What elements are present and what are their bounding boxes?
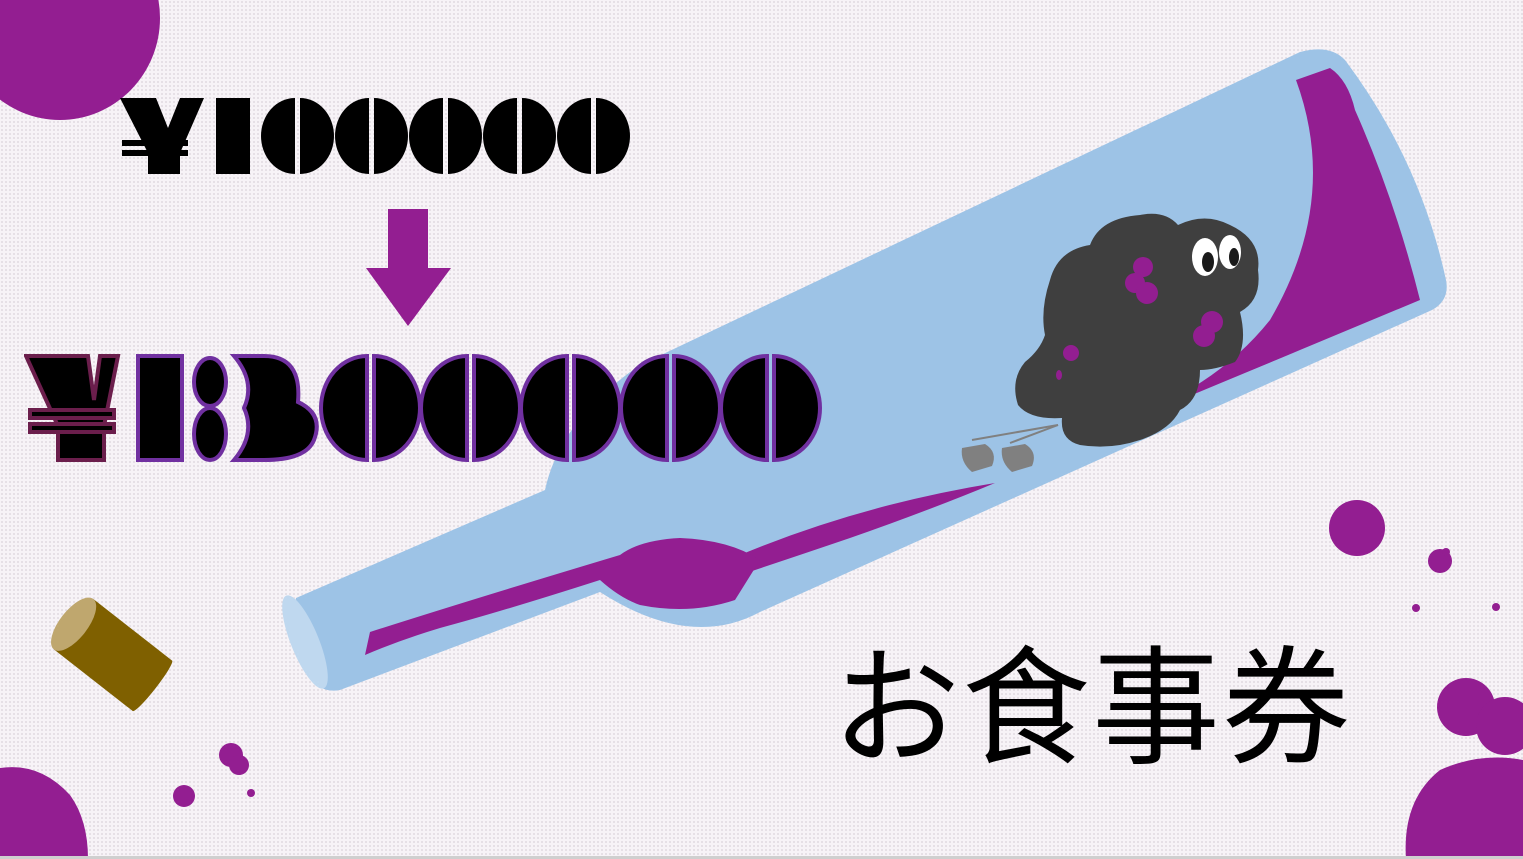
creature-pupil <box>1229 248 1239 266</box>
wine-streak <box>740 483 995 575</box>
splash-dot <box>247 789 255 797</box>
bottom-edge <box>0 856 1523 859</box>
yen-symbol <box>120 98 204 174</box>
digit-1 <box>136 354 184 462</box>
splash-dot <box>229 755 249 775</box>
splash-dot <box>1442 548 1450 556</box>
creature-spot <box>1056 370 1062 380</box>
digit-1 <box>216 98 250 174</box>
voucher-title: お食事券 <box>832 635 1353 784</box>
creature-spot <box>1133 257 1153 277</box>
splash-bottom-right <box>1405 757 1523 859</box>
new-price: ¥130000 <box>24 354 864 462</box>
digit-0 <box>409 98 482 174</box>
yen-symbol <box>24 354 121 462</box>
splash-dot <box>1329 500 1385 556</box>
bottle-mouth <box>282 595 328 689</box>
creature-spot <box>1193 325 1215 347</box>
digit-0 <box>557 98 630 174</box>
splash-dot <box>1476 697 1523 755</box>
creature-pupil <box>1202 252 1214 272</box>
splash-top-left <box>0 0 160 120</box>
splash-dot <box>1412 604 1420 612</box>
creature-spot <box>1063 345 1079 361</box>
original-price-glyphs <box>120 98 630 174</box>
digit-0 <box>335 98 408 174</box>
creature-spot <box>1136 282 1158 304</box>
creature-foot <box>1001 444 1034 472</box>
digit-0 <box>261 98 334 174</box>
digit-0 <box>619 354 722 462</box>
digit-3 <box>192 354 319 462</box>
creature-foot <box>961 444 994 472</box>
bottle-glass <box>293 49 1447 691</box>
digit-0 <box>419 354 522 462</box>
creature-leg <box>971 424 1059 441</box>
splash-dot <box>173 785 195 807</box>
wine-neck <box>365 538 760 655</box>
new-price-glyphs <box>24 354 822 462</box>
wine-liquid <box>1120 68 1420 420</box>
digit-0 <box>519 354 622 462</box>
digit-0 <box>719 354 822 462</box>
digit-0 <box>319 354 422 462</box>
splash-bottom-left <box>0 767 88 859</box>
original-price: ¥100000 <box>120 98 680 174</box>
creature-leg <box>1009 424 1059 444</box>
digit-0 <box>483 98 556 174</box>
splash-dot <box>1492 603 1500 611</box>
